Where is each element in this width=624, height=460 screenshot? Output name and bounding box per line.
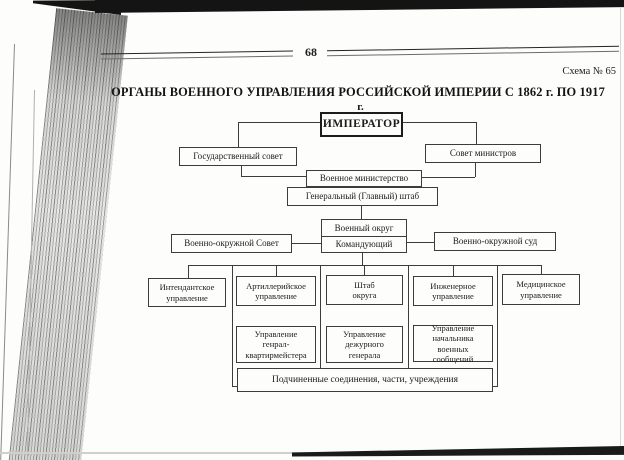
node-military-comms-directorate: Управление начальника военных сообщений xyxy=(413,323,493,364)
connector xyxy=(232,265,233,386)
connector xyxy=(361,206,362,219)
node-district-council: Военно-окружной Совет xyxy=(171,234,292,253)
connector xyxy=(476,122,477,144)
page-title: ОРГАНЫ ВОЕННОГО УПРАВЛЕНИЯ РОССИЙСКОЙ ИМ… xyxy=(111,85,605,99)
header-rule-left xyxy=(100,50,294,60)
connector xyxy=(320,265,321,368)
node-state-council: Государственный совет xyxy=(179,147,297,166)
connector xyxy=(232,386,238,387)
node-subordinate-units: Подчиненные соединения, части, учреждени… xyxy=(237,368,493,392)
page-edge-line xyxy=(0,43,15,460)
connector xyxy=(493,386,498,387)
node-military-district-group: Военный округ Командующий xyxy=(321,219,407,253)
connector xyxy=(408,265,409,368)
page-right-edge xyxy=(620,8,621,450)
book-bottom-shadow xyxy=(292,445,624,457)
connector xyxy=(276,265,277,276)
connector xyxy=(241,166,242,176)
scheme-number-label: Схема № 65 xyxy=(562,66,616,77)
connector xyxy=(238,122,239,147)
node-general-staff: Генеральный (Главный) штаб xyxy=(287,187,438,206)
connector xyxy=(407,242,434,243)
connector xyxy=(364,265,365,275)
book-spine-texture xyxy=(7,8,128,460)
node-intendant-directorate: Интендантское управление xyxy=(148,278,226,307)
node-military-district: Военный округ xyxy=(322,220,406,237)
connector xyxy=(362,253,363,265)
node-duty-general-directorate: Управление дежурного генерала xyxy=(326,326,403,363)
node-district-staff: Штаб округа xyxy=(326,275,403,305)
node-district-court: Военно-окружной суд xyxy=(434,232,556,251)
connector xyxy=(453,265,454,276)
connector xyxy=(238,122,320,123)
connector xyxy=(475,163,476,177)
connector xyxy=(188,265,189,278)
node-commander: Командующий xyxy=(335,239,393,250)
node-artillery-directorate: Артиллерийское управление xyxy=(236,276,316,306)
book-cover-edge xyxy=(95,0,624,13)
connector xyxy=(292,243,321,244)
node-war-ministry: Военное министерство xyxy=(306,170,422,187)
page-title-overflow: г. xyxy=(357,101,364,113)
connector-distribution xyxy=(188,265,542,266)
connector xyxy=(241,176,306,177)
node-engineering-directorate: Инженерное управление xyxy=(413,276,493,306)
page-number: 68 xyxy=(305,45,317,59)
node-medical-directorate: Медицинское управление xyxy=(502,274,580,305)
connector xyxy=(541,265,542,274)
node-quartermaster-directorate: Управление генрал- квартирмейстера xyxy=(236,326,316,363)
header-rule-right xyxy=(326,45,620,57)
connector xyxy=(497,265,498,386)
node-emperor: ИМПЕРАТОР xyxy=(320,112,403,137)
connector xyxy=(403,122,476,123)
node-council-of-ministers: Совет министров xyxy=(425,144,541,163)
connector xyxy=(422,177,475,178)
